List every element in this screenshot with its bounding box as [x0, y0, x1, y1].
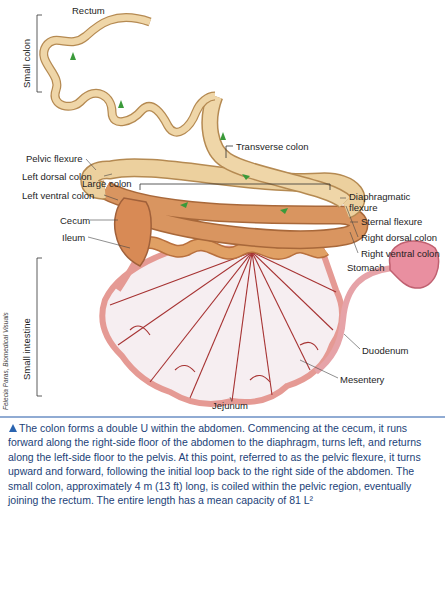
part-label: Stomach	[347, 262, 385, 273]
part-label: Ileum	[62, 232, 85, 243]
part-label: Cecum	[60, 215, 90, 226]
part-label: Duodenum	[362, 345, 408, 356]
part-label: Small colon	[21, 39, 32, 88]
part-label: Transverse colon	[236, 141, 309, 152]
part-label: Left ventral colon	[22, 190, 94, 201]
part-label: Small intestine	[21, 318, 32, 380]
part-label: Pelvic flexure	[26, 153, 83, 164]
part-label: Right dorsal colon	[361, 232, 437, 243]
part-label: Diaphragmatic flexure	[349, 191, 427, 213]
part-label: Sternal flexure	[361, 216, 422, 227]
part-label: Right ventral colon	[361, 248, 440, 259]
part-label: Mesentery	[340, 374, 384, 385]
part-label: Rectum	[72, 5, 105, 16]
figure-caption: The colon forms a double U within the ab…	[8, 421, 438, 507]
part-label: Left dorsal colon	[22, 171, 92, 182]
part-label: Jejunum	[212, 400, 248, 411]
part-label: Felecia Paras, Biomedical Visuals	[2, 312, 10, 410]
